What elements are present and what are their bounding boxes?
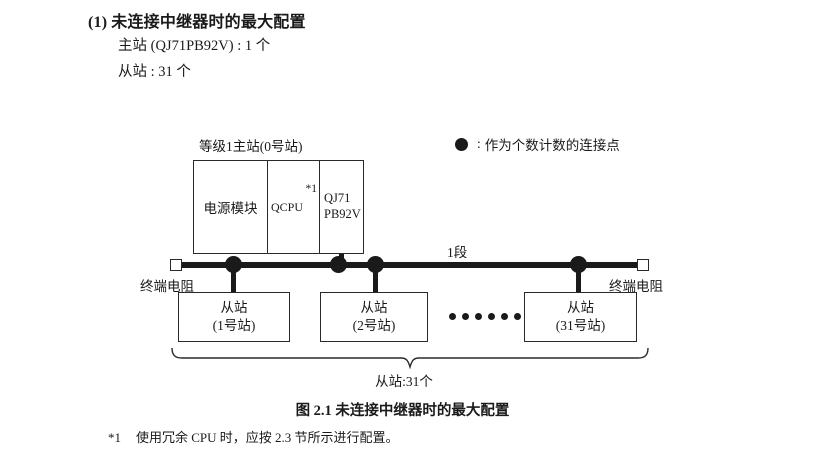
master-rack-caption: 等级1主站(0号站) (199, 139, 303, 154)
filled-circle-icon (455, 137, 468, 151)
footnote-text: 使用冗余 CPU 时，应按 2.3 节所示进行配置。 (136, 430, 399, 445)
module-qcpu: QCPU *1 (268, 161, 320, 253)
ellipsis-dot-icon (449, 313, 456, 320)
slave-group-brace-icon (170, 347, 650, 374)
slave-station-2: 从站 (2号站) (320, 292, 428, 342)
connection-node-icon (367, 256, 384, 273)
slave-station-31: 从站 (31号站) (524, 292, 637, 342)
spec-master-count: 主站 (QJ71PB92V) : 1 个 (118, 38, 271, 54)
legend-label: 作为个数计数的连接点 (484, 138, 620, 153)
terminator-right-label: 终端电阻 (609, 279, 663, 294)
ellipsis-dot-icon (488, 313, 495, 320)
terminator-left-icon (170, 259, 182, 271)
module-qj71pb92v-line1: QJ71 (324, 191, 351, 206)
slave-station-1: 从站 (1号站) (178, 292, 290, 342)
connection-node-icon (570, 256, 587, 273)
footnote: *1 使用冗余 CPU 时，应按 2.3 节所示进行配置。 (108, 427, 399, 446)
section-number: (1) (88, 14, 108, 31)
connection-node-icon (225, 256, 242, 273)
ellipsis-icon (449, 313, 521, 320)
slave-station-1-title: 从站 (220, 299, 248, 315)
connection-node-icon (330, 256, 347, 273)
slave-station-31-title: 从站 (567, 299, 594, 315)
module-qcpu-label: QCPU (271, 199, 304, 214)
figure-caption: 图 2.1 未连接中继器时的最大配置 (295, 403, 510, 419)
module-power-supply: 电源模块 (194, 161, 268, 253)
slave-group-label: 从站:31个 (375, 374, 433, 389)
ellipsis-dot-icon (501, 313, 508, 320)
slave-drop-lead (576, 266, 581, 293)
segment-label: 1段 (447, 245, 468, 260)
terminator-left-label: 终端电阻 (140, 279, 194, 294)
legend-colon: : (477, 136, 481, 151)
footnote-mark-icon: *1 (305, 183, 318, 195)
slave-drop-lead (373, 266, 378, 293)
slave-station-31-number: (31号站) (555, 318, 606, 333)
ellipsis-dot-icon (514, 313, 521, 320)
module-power-supply-label: 电源模块 (203, 201, 258, 216)
slave-station-1-number: (1号站) (212, 318, 256, 333)
slave-station-2-number: (2号站) (352, 318, 396, 333)
section-heading: (1)未连接中继器时的最大配置 (88, 8, 306, 32)
slave-station-2-title: 从站 (360, 299, 388, 315)
legend: : 作为个数计数的连接点 (455, 134, 620, 154)
section-title: 未连接中继器时的最大配置 (111, 14, 306, 31)
slave-drop-lead (231, 266, 236, 293)
master-rack: 电源模块 QCPU *1 QJ71 PB92V (193, 160, 364, 254)
spec-slave-count: 从站 : 31 个 (118, 64, 191, 80)
module-qj71pb92v-line2: PB92V (324, 207, 361, 221)
ellipsis-dot-icon (475, 313, 482, 320)
bus-line (176, 262, 643, 268)
ellipsis-dot-icon (462, 313, 469, 320)
footnote-mark: *1 (108, 430, 121, 445)
terminator-right-icon (637, 259, 649, 271)
module-qj71pb92v: QJ71 PB92V (320, 161, 363, 253)
